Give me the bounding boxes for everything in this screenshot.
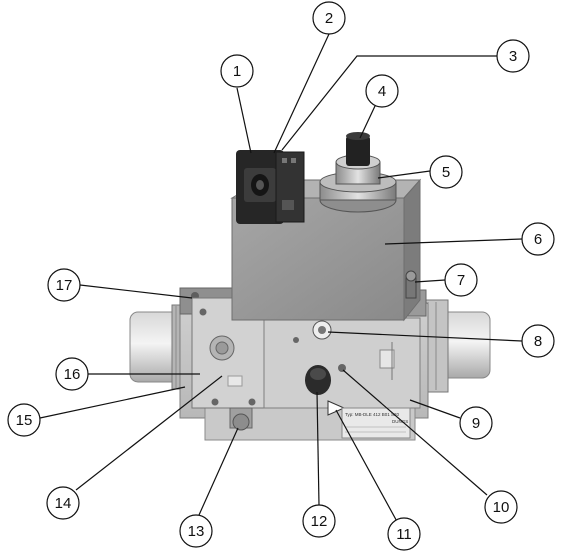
svg-text:13: 13 xyxy=(188,523,205,540)
svg-text:11: 11 xyxy=(396,526,412,543)
nameplate: Typ: MB-DLE 412 B01 S20 DUNGS xyxy=(341,407,411,439)
electrical-connector xyxy=(236,150,305,224)
callout-1: 1 xyxy=(220,54,254,88)
callout-7: 7 xyxy=(444,263,478,297)
svg-text:10: 10 xyxy=(493,499,510,516)
callout-16: 16 xyxy=(55,357,89,391)
svg-text:12: 12 xyxy=(311,513,328,530)
callout-14: 14 xyxy=(46,486,80,520)
nameplate-type: Typ: MB-DLE 412 B01 S20 xyxy=(345,412,400,417)
callout-12: 12 xyxy=(302,504,336,538)
pressure-regulator-knob xyxy=(305,365,346,416)
callout-8: 8 xyxy=(521,324,555,358)
callout-13: 13 xyxy=(179,514,213,548)
svg-text:9: 9 xyxy=(472,415,480,432)
callout-2: 2 xyxy=(312,1,346,35)
svg-text:16: 16 xyxy=(64,366,81,383)
svg-text:15: 15 xyxy=(16,412,33,429)
bottom-plug xyxy=(229,407,253,431)
svg-text:5: 5 xyxy=(442,164,450,181)
svg-text:4: 4 xyxy=(378,83,386,100)
callout-4: 4 xyxy=(365,74,399,108)
callout-6: 6 xyxy=(521,222,555,256)
svg-text:3: 3 xyxy=(509,48,517,65)
svg-text:7: 7 xyxy=(457,272,465,289)
outlet-pipe xyxy=(419,299,491,393)
callouts: 1 2 3 4 5 6 7 8 9 10 11 12 13 14 15 16 1… xyxy=(7,1,555,551)
callout-5: 5 xyxy=(429,155,463,189)
svg-text:8: 8 xyxy=(534,333,542,350)
front-plate xyxy=(263,317,421,409)
callout-11: 11 xyxy=(387,517,421,551)
callout-9: 9 xyxy=(459,406,493,440)
svg-text:2: 2 xyxy=(325,10,333,27)
callout-15: 15 xyxy=(7,403,41,437)
svg-text:6: 6 xyxy=(534,231,542,248)
vent-screw xyxy=(405,270,417,299)
svg-text:14: 14 xyxy=(55,495,72,512)
svg-text:1: 1 xyxy=(233,63,241,80)
callout-10: 10 xyxy=(484,490,518,524)
callout-3: 3 xyxy=(496,39,530,73)
leader-lines xyxy=(39,33,523,528)
callout-17: 17 xyxy=(47,268,81,302)
nameplate-brand: DUNGS xyxy=(392,419,408,424)
svg-text:17: 17 xyxy=(56,277,73,294)
adjusting-knob xyxy=(319,132,397,213)
